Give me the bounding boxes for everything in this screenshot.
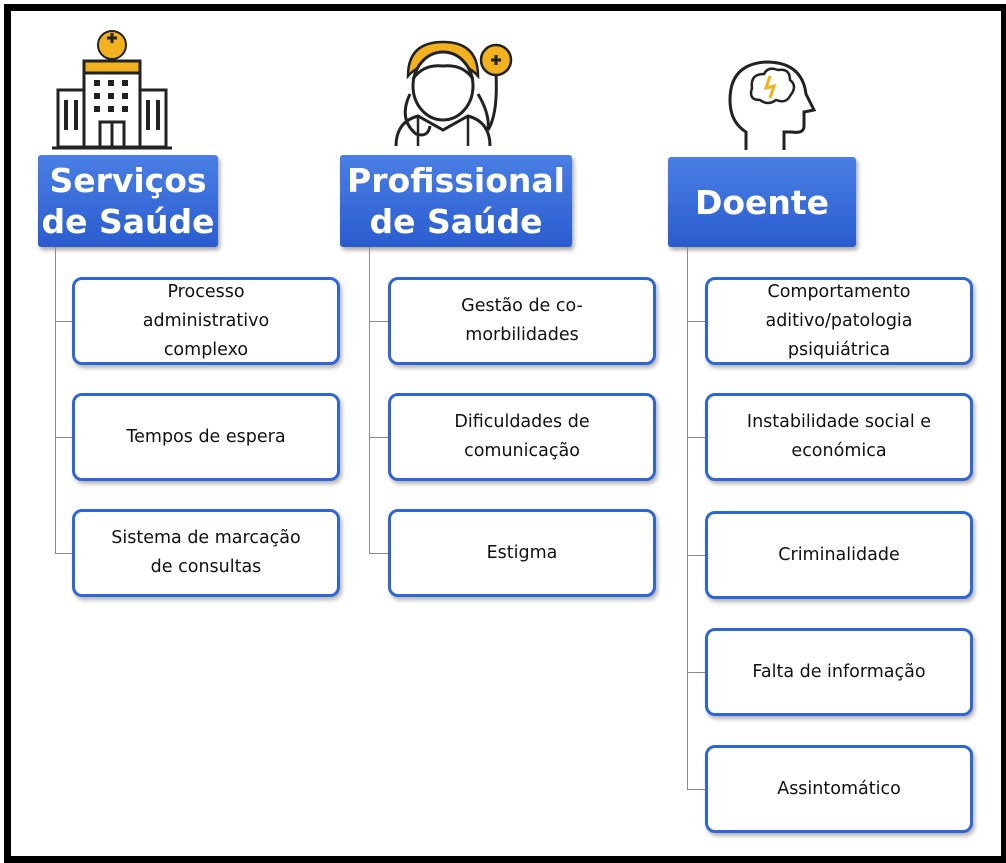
connector-line <box>55 321 72 322</box>
connector-line <box>55 553 72 554</box>
connector-line <box>55 437 72 438</box>
card-instabilidade-social: Instabilidade social e económica <box>705 393 973 481</box>
connector-line <box>687 437 705 438</box>
card-tempos-de-espera: Tempos de espera <box>72 393 340 481</box>
doctor-icon <box>394 40 513 147</box>
connector-line <box>687 789 705 790</box>
header-doente: Doente <box>668 157 856 247</box>
connector-line <box>369 553 388 554</box>
brain-head-icon <box>728 60 816 150</box>
connector-line <box>687 247 688 789</box>
card-estigma: Estigma <box>388 509 656 597</box>
card-gestao-comorbilidades: Gestão de co- morbilidades <box>388 277 656 365</box>
connector-line <box>687 672 705 673</box>
header-profissional-de-saude: Profissional de Saúde <box>340 155 572 247</box>
connector-line <box>369 321 388 322</box>
header-servicos-de-saude: Serviços de Saúde <box>38 155 218 247</box>
card-dificuldades-comunicacao: Dificuldades de comunicação <box>388 393 656 481</box>
connector-line <box>369 437 388 438</box>
hospital-icon <box>52 30 172 150</box>
connector-line <box>369 247 370 553</box>
card-assintomatico: Assintomático <box>705 745 973 833</box>
connector-line <box>687 555 705 556</box>
card-sistema-de-marcacao: Sistema de marcação de consultas <box>72 509 340 597</box>
connector-line <box>55 247 56 553</box>
card-comportamento-aditivo: Comportamento aditivo/patologia psiquiát… <box>705 277 973 365</box>
connector-line <box>687 321 705 322</box>
card-processo-administrativo: Processo administrativo complexo <box>72 277 340 365</box>
card-criminalidade: Criminalidade <box>705 511 973 599</box>
card-falta-de-informacao: Falta de informação <box>705 628 973 716</box>
